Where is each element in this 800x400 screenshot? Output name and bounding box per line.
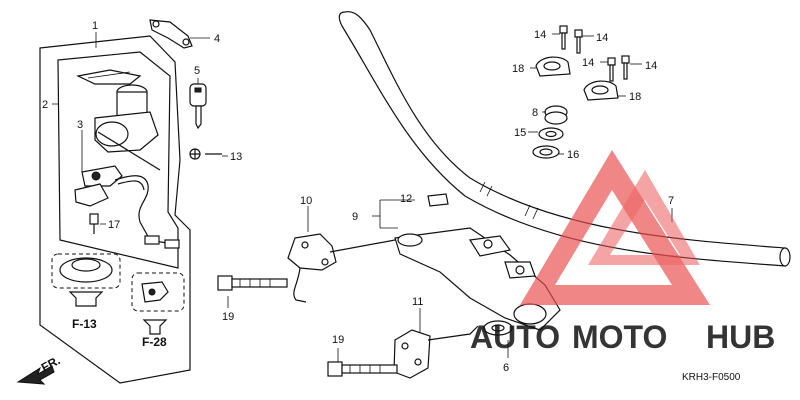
switch-bracket <box>149 19 193 49</box>
callout-9: 9 <box>352 211 358 223</box>
ignition-switch-body <box>76 69 161 171</box>
fuel-cap-part <box>59 257 113 307</box>
callout-15: 15 <box>514 127 526 139</box>
callout-14b: 14 <box>596 32 608 44</box>
washer-6 <box>483 320 513 336</box>
ref-f28: F-28 <box>142 335 167 349</box>
callout-10: 10 <box>300 195 312 207</box>
callout-17: 17 <box>108 219 120 231</box>
ignition-key <box>189 83 207 130</box>
callout-14c: 14 <box>582 57 594 69</box>
callout-12: 12 <box>400 193 412 205</box>
screw-17 <box>89 213 99 234</box>
callout-19a: 19 <box>222 311 234 323</box>
callout-16: 16 <box>567 149 579 161</box>
front-direction-arrow <box>16 365 55 385</box>
callout-18a: 18 <box>512 63 524 75</box>
seat-lock-part <box>141 281 169 335</box>
label-12 <box>427 193 449 207</box>
screw-13 <box>189 148 222 160</box>
nut-15 <box>538 127 564 141</box>
bolt-19-lower <box>327 361 398 377</box>
handlebar-pipe <box>338 11 791 267</box>
leader-lines <box>52 32 673 362</box>
automotohub-watermark: AUTO MOTO HUB <box>470 150 775 355</box>
ignition-switch-group <box>39 35 191 384</box>
holder-bolts <box>559 25 630 82</box>
callout-14a: 14 <box>534 29 546 41</box>
callout-2: 2 <box>42 99 48 111</box>
bolt-19-upper <box>217 275 288 291</box>
upper-holder-right <box>583 80 619 101</box>
callout-8: 8 <box>532 107 538 119</box>
callout-7: 7 <box>668 195 674 207</box>
bracket-10 <box>287 233 396 303</box>
callout-11: 11 <box>412 296 423 308</box>
callout-19b: 19 <box>332 334 344 346</box>
washer-16 <box>532 145 560 159</box>
switch-wiring <box>74 165 180 249</box>
cap-nut-8 <box>544 105 568 125</box>
watermark-moto: MOTO <box>572 319 667 355</box>
callout-6: 6 <box>503 362 509 374</box>
callout-5: 5 <box>194 65 200 77</box>
callout-3: 3 <box>77 119 83 131</box>
upper-holder-left <box>535 56 571 77</box>
callout-numbers: 1 2 3 4 5 6 7 8 9 10 11 12 13 14 14 14 1… <box>42 20 674 374</box>
watermark-hub: HUB <box>706 319 775 355</box>
callout-18b: 18 <box>629 91 641 103</box>
callout-4: 4 <box>214 33 220 45</box>
callout-1: 1 <box>92 20 98 32</box>
callout-13: 13 <box>230 151 242 163</box>
callout-14d: 14 <box>645 60 657 72</box>
watermark-auto: AUTO <box>470 319 560 355</box>
ref-f13: F-13 <box>72 317 97 331</box>
top-bridge <box>394 227 561 331</box>
diagram-code: KRH3-F0500 <box>682 372 741 383</box>
bracket-11 <box>393 325 479 379</box>
